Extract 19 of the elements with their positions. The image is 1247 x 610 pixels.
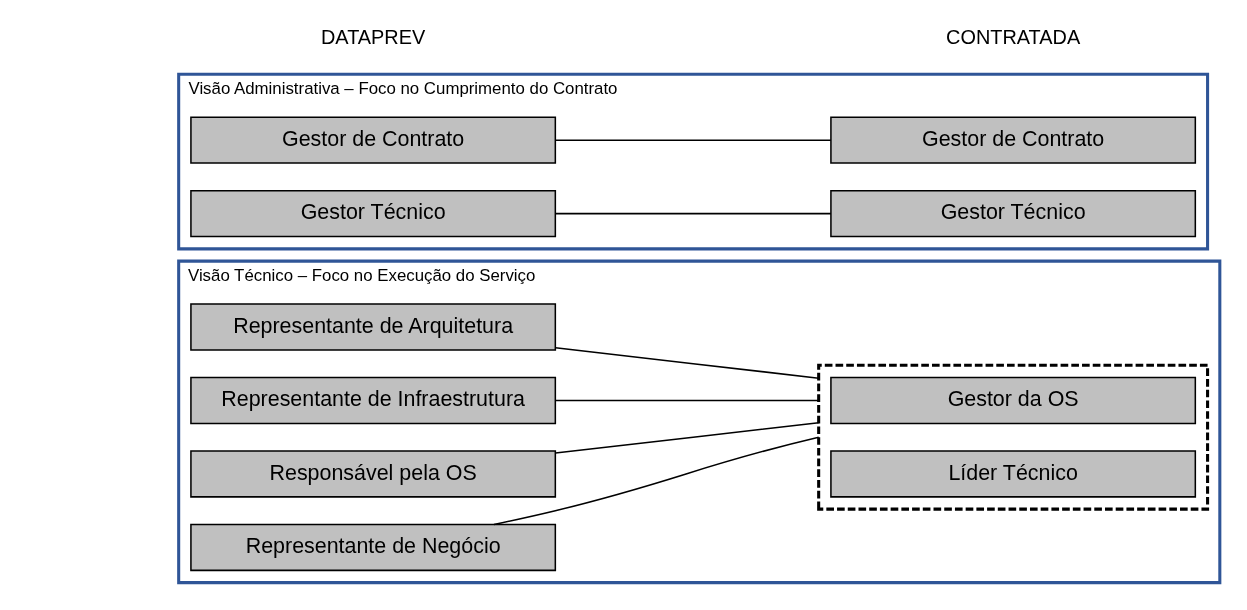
node-box: Gestor Técnico xyxy=(190,189,557,237)
node-box: Gestor de Contrato xyxy=(830,115,1197,164)
label: CONTRATADA xyxy=(946,25,1081,48)
connector xyxy=(554,399,820,401)
node-box: Representante de Infraestrutura xyxy=(190,376,557,424)
node-box: Gestor de Contrato xyxy=(190,115,557,164)
node-box: Responsável pela OS xyxy=(190,449,557,498)
node-box: Representante de Negócio xyxy=(190,523,557,571)
connector xyxy=(554,346,820,379)
connector xyxy=(493,435,820,525)
label: DATAPREV xyxy=(321,25,426,48)
connector xyxy=(554,421,820,454)
node-box: Gestor da OS xyxy=(830,376,1197,424)
node-box: Gestor Técnico xyxy=(830,189,1197,237)
cluster xyxy=(817,363,1210,511)
node-box: Líder Técnico xyxy=(830,449,1197,498)
node-box: Representante de Arquitetura xyxy=(190,302,557,351)
connector xyxy=(554,138,832,141)
connector xyxy=(554,212,832,214)
